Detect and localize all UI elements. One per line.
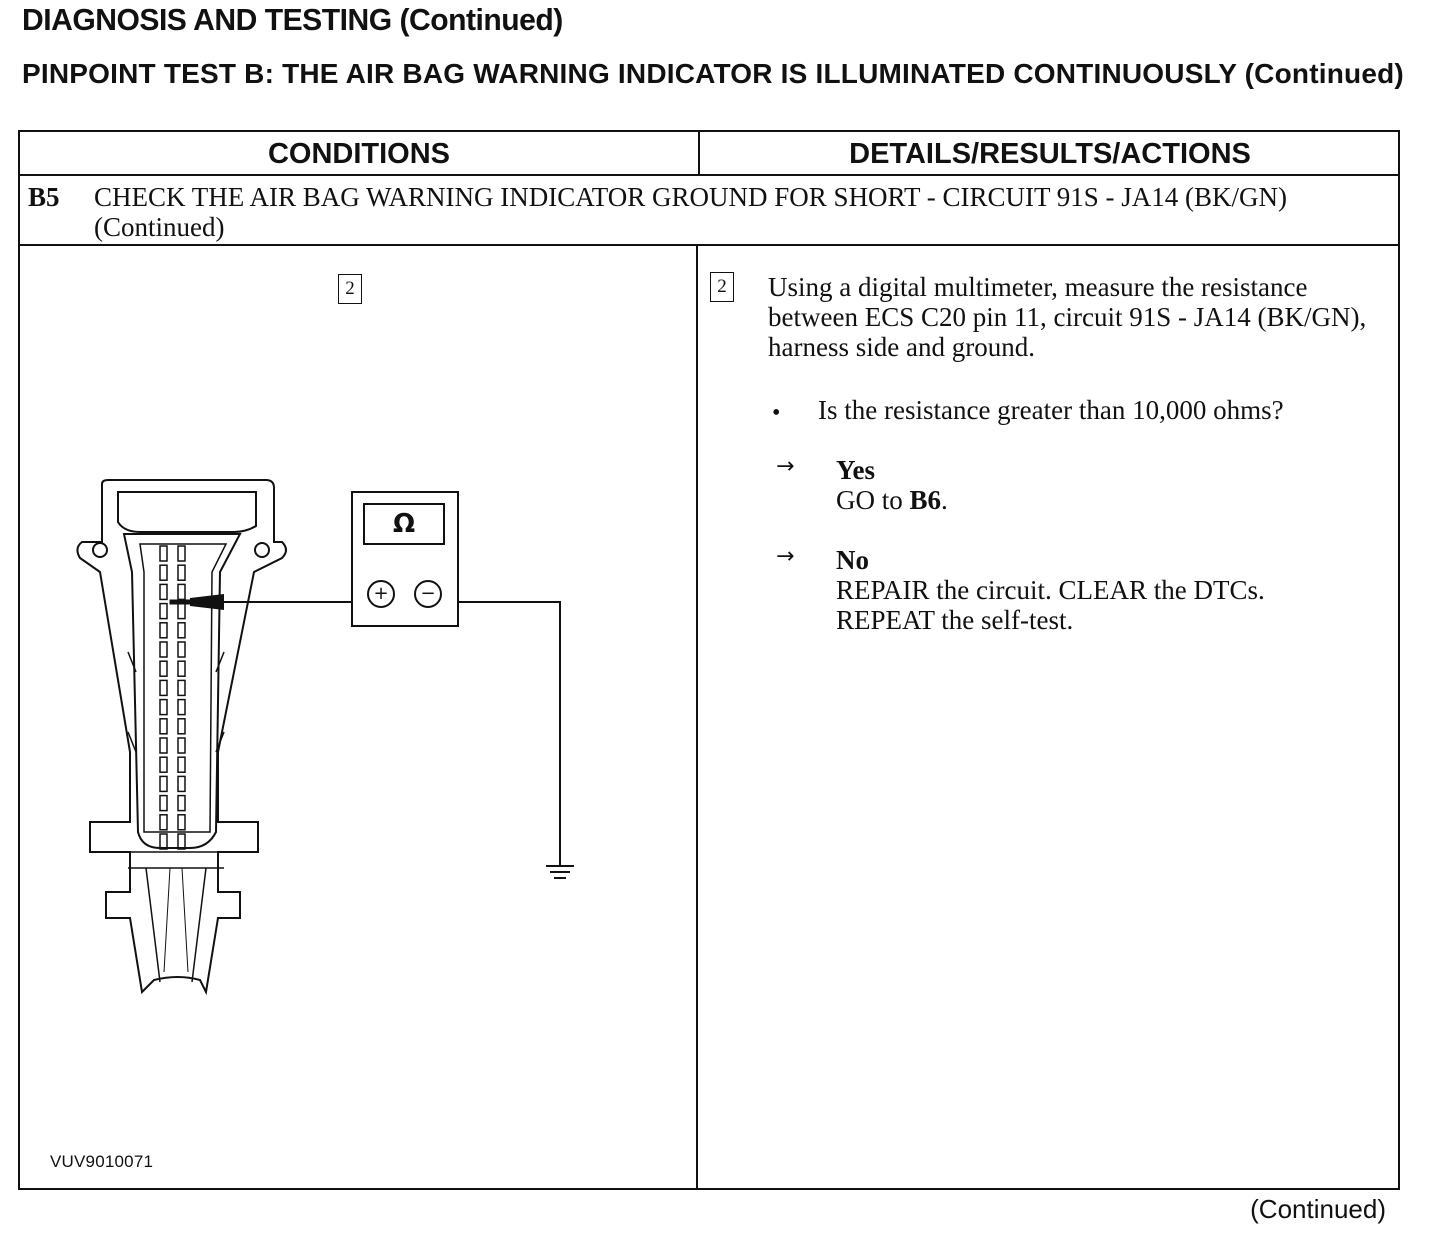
step-row: B5 CHECK THE AIR BAG WARNING INDICATOR G… bbox=[20, 176, 1398, 246]
pinpoint-test-title: PINPOINT TEST B: THE AIR BAG WARNING IND… bbox=[22, 58, 1404, 89]
pin-cavity bbox=[177, 794, 186, 812]
pin-cavity bbox=[159, 833, 168, 850]
pin-cavity bbox=[177, 602, 186, 620]
conditions-substep-number: 2 bbox=[338, 274, 362, 304]
pin-cavity bbox=[177, 660, 186, 677]
step-title: CHECK THE AIR BAG WARNING INDICATOR GROU… bbox=[94, 182, 1287, 242]
connector-housing bbox=[76, 479, 287, 996]
pin-cavity bbox=[177, 775, 186, 793]
pin-cavity bbox=[177, 545, 186, 562]
meter-ohm-symbol: Ω bbox=[392, 509, 416, 539]
meter-plus-label: + bbox=[373, 583, 389, 604]
pin-cavity bbox=[177, 737, 186, 754]
pin-cavity bbox=[177, 564, 186, 581]
multimeter bbox=[351, 491, 459, 627]
pin-cavity-body bbox=[122, 533, 242, 849]
column-divider bbox=[696, 244, 698, 1188]
pin-cavity bbox=[177, 756, 186, 773]
pin-cavity bbox=[159, 660, 168, 677]
probe bbox=[169, 594, 224, 610]
connector-test-diagram bbox=[76, 479, 574, 996]
pin-cavity bbox=[177, 622, 186, 639]
result-no-label: No bbox=[836, 545, 869, 575]
pin-cavity bbox=[177, 718, 186, 735]
mounting-hole-right bbox=[254, 542, 270, 558]
pin-cavity bbox=[159, 583, 168, 601]
column-header-details: DETAILS/RESULTS/ACTIONS bbox=[849, 138, 1251, 170]
pin-cavity bbox=[159, 545, 168, 562]
result-no-arrow: → bbox=[776, 544, 795, 569]
mounting-hole-left bbox=[92, 542, 108, 558]
question-text: Is the resistance greater than 10,000 oh… bbox=[818, 395, 1284, 425]
result-no-action: REPAIR the circuit. CLEAR the DTCs. REPE… bbox=[836, 575, 1265, 635]
pin-cavity bbox=[177, 641, 186, 658]
pin-cavity bbox=[159, 564, 168, 581]
table-header: CONDITIONS DETAILS/RESULTS/ACTIONS bbox=[20, 132, 1398, 176]
pin-cavity bbox=[159, 641, 168, 658]
column-header-conditions: CONDITIONS bbox=[20, 132, 700, 174]
pin-cavity bbox=[159, 756, 168, 773]
connector-latch bbox=[117, 491, 257, 533]
pin-cavity bbox=[177, 833, 186, 850]
details-substep-number: 2 bbox=[710, 272, 734, 302]
pin-cavity bbox=[159, 814, 168, 831]
result-yes-action-step: B6 bbox=[909, 485, 942, 515]
meter-minus-label: − bbox=[420, 583, 436, 604]
pin-cavity bbox=[177, 698, 186, 716]
pin-cavity bbox=[159, 698, 168, 716]
pin-cavity bbox=[177, 583, 186, 601]
pin-cavity bbox=[159, 775, 168, 793]
pin-cavity bbox=[177, 814, 186, 831]
meter-negative-terminal bbox=[414, 580, 442, 608]
figure-id: VUV9010071 bbox=[50, 1152, 154, 1171]
result-yes-arrow: → bbox=[776, 454, 795, 479]
question-bullet: • bbox=[772, 400, 781, 426]
instruction-text: Using a digital multimeter, measure the … bbox=[768, 272, 1367, 362]
pin-cavity bbox=[159, 602, 168, 620]
meter-positive-terminal bbox=[367, 580, 395, 608]
pin-cavity bbox=[159, 622, 168, 639]
pin-cavity bbox=[159, 794, 168, 812]
negative-lead-wire bbox=[444, 601, 561, 866]
result-yes-action-prefix: GO to bbox=[836, 485, 910, 515]
pin-cavity bbox=[159, 679, 168, 697]
pinpoint-table: CONDITIONS DETAILS/RESULTS/ACTIONS B5 CH… bbox=[18, 130, 1400, 1190]
pin-cavity bbox=[159, 737, 168, 754]
pin-grid bbox=[159, 545, 186, 850]
pin-cavity bbox=[177, 679, 186, 697]
ground-symbol bbox=[546, 865, 574, 879]
result-yes-action-suffix: . bbox=[941, 485, 948, 515]
continued-note: (Continued) bbox=[1250, 1194, 1386, 1224]
connector-barrel bbox=[126, 851, 226, 983]
result-yes-label: Yes bbox=[836, 455, 875, 485]
pin-cavity bbox=[159, 718, 168, 735]
result-yes-action: GO to B6. bbox=[836, 485, 948, 515]
step-id: B5 bbox=[28, 182, 60, 212]
section-title: DIAGNOSIS AND TESTING (Continued) bbox=[22, 2, 563, 37]
